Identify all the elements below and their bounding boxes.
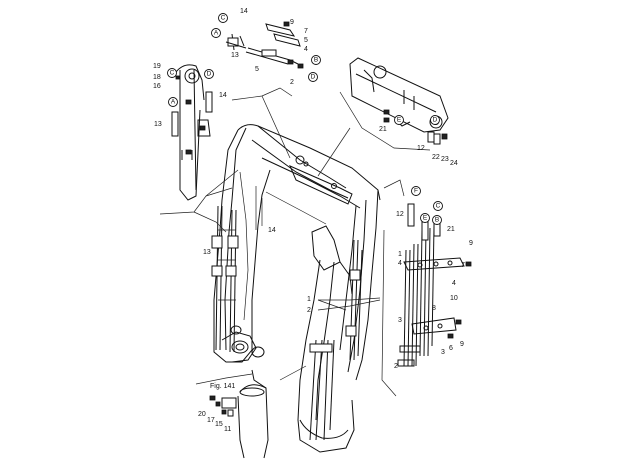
callout-9: 9	[460, 341, 464, 348]
callout-15: 15	[215, 421, 223, 428]
callout-6: 6	[449, 345, 453, 352]
callout-18: 18	[153, 74, 161, 81]
svg-text:C: C	[170, 70, 175, 77]
callout-17: 17	[207, 417, 215, 424]
svg-text:D: D	[311, 74, 316, 81]
detail-upper-center	[225, 21, 304, 69]
callout-10: 10	[450, 295, 458, 302]
callout-13: 13	[203, 249, 211, 256]
detail-right	[397, 203, 472, 367]
svg-text:E: E	[423, 215, 428, 222]
ref-circle-a: A	[211, 28, 221, 38]
detail-upper-right	[349, 57, 449, 145]
hose-lines	[211, 205, 363, 441]
ref-circle-f: F	[411, 186, 421, 196]
callout-4: 4	[304, 46, 308, 53]
callout-9: 9	[290, 19, 294, 26]
callout-24: 24	[450, 160, 458, 167]
svg-text:A: A	[171, 99, 176, 106]
svg-text:A: A	[214, 30, 219, 37]
section-outlines	[159, 87, 431, 397]
callout-7: 7	[461, 262, 465, 269]
callout-12: 12	[417, 145, 425, 152]
ref-circle-d: D	[308, 72, 318, 82]
callout-22: 22	[432, 154, 440, 161]
callout-8: 8	[432, 305, 436, 312]
callout-2: 2	[394, 363, 398, 370]
detail-bottom	[209, 369, 269, 459]
ref-circle-c: C	[433, 201, 443, 211]
svg-text:B: B	[435, 217, 439, 224]
callout-13: 13	[154, 121, 162, 128]
callout-9: 9	[469, 240, 473, 247]
callout-5: 5	[304, 37, 308, 44]
callout-3: 3	[398, 317, 402, 324]
svg-text:C: C	[221, 15, 226, 22]
svg-text:D: D	[433, 117, 438, 124]
callout-1: 1	[307, 296, 311, 303]
callout-7: 7	[304, 28, 308, 35]
svg-text:E: E	[397, 117, 402, 124]
callout-21: 21	[447, 226, 455, 233]
svg-text:F: F	[414, 188, 418, 195]
callout-23: 23	[441, 156, 449, 163]
callout-2: 2	[290, 79, 294, 86]
part-callouts: 14 9 7 5 4 13 5 2 19 18 16 14 13 21 12 2…	[153, 8, 473, 433]
callout-11: 11	[224, 426, 231, 433]
ref-circle-a: A	[168, 97, 178, 107]
callout-21: 21	[379, 126, 387, 133]
callout-16: 16	[153, 83, 161, 90]
callout-5: 5	[255, 66, 259, 73]
ref-circle-e: E	[394, 115, 404, 125]
callout-14: 14	[268, 227, 276, 234]
figure-reference: Fig. 141	[210, 383, 235, 390]
ref-circle-d: D	[204, 69, 214, 79]
boom-assembly	[213, 124, 381, 453]
svg-text:D: D	[207, 71, 212, 78]
ref-circle-d: D	[430, 115, 440, 125]
svg-text:B: B	[314, 57, 318, 64]
callout-19: 19	[153, 63, 161, 70]
callout-14: 14	[219, 92, 227, 99]
callout-2: 2	[307, 307, 311, 314]
callout-12: 12	[396, 211, 404, 218]
ref-circle-e: E	[420, 213, 430, 223]
callout-4: 4	[452, 280, 456, 287]
callout-1: 1	[398, 251, 402, 258]
ref-circle-c: C	[167, 68, 177, 78]
svg-text:C: C	[436, 203, 441, 210]
callout-14: 14	[240, 8, 248, 15]
callout-4: 4	[398, 260, 402, 267]
ref-circle-c: C	[218, 13, 228, 23]
callout-3: 3	[441, 349, 445, 356]
reference-letters: C A B D C D A E D F C E B	[167, 13, 443, 225]
ref-circle-b: B	[311, 55, 321, 65]
ref-circle-b: B	[432, 215, 442, 225]
callout-13: 13	[231, 52, 239, 59]
detail-upper-left	[171, 64, 213, 201]
callout-20: 20	[198, 411, 206, 418]
